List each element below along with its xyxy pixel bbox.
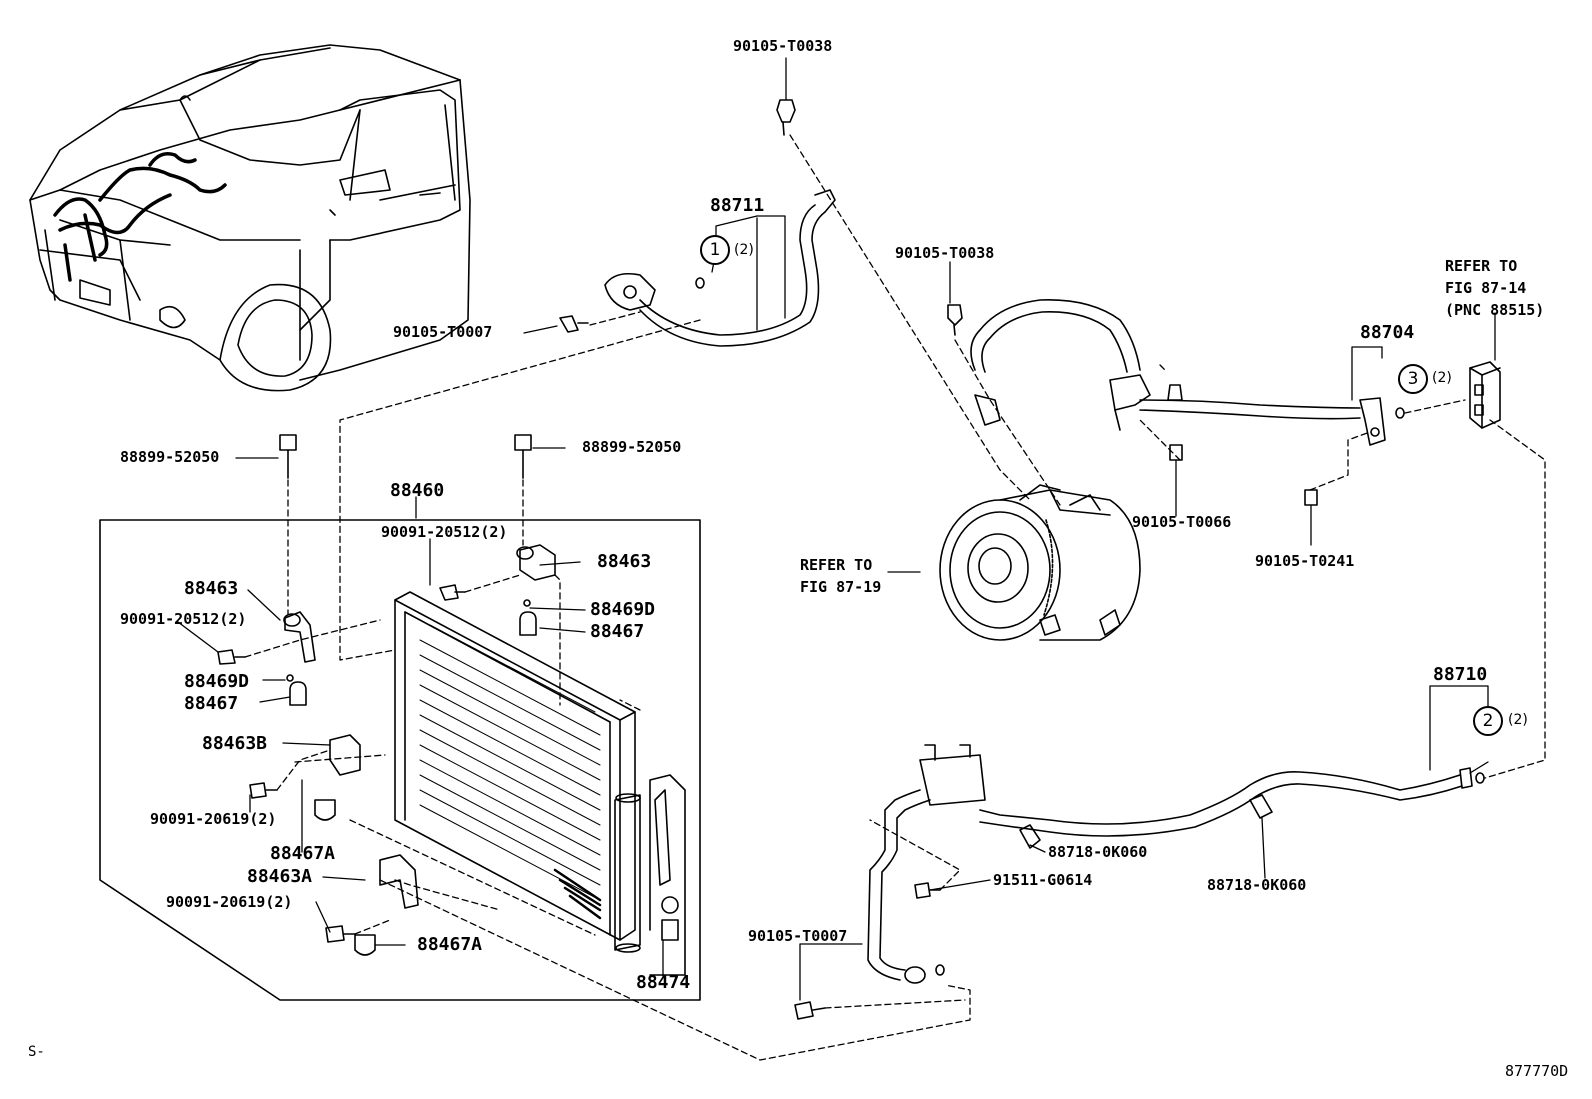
label-88460: 88460 [390, 480, 445, 501]
label-90105-t0007-lower: 90105-T0007 [748, 927, 848, 945]
label-figure-code: 877770D [1505, 1062, 1569, 1080]
label-88467a-upper: 88467A [270, 843, 336, 864]
label-90091-20512-top: 90091-20512(2) [381, 523, 508, 541]
label-88463a: 88463A [247, 866, 313, 887]
label-90105-t0007-upper: 90105-T0007 [393, 323, 493, 341]
compressor [939, 484, 1141, 641]
leader-lines [177, 57, 1496, 1001]
label-90091-20512-left: 90091-20512(2) [120, 610, 247, 628]
vehicle-illustration [29, 44, 471, 392]
label-88474: 88474 [636, 972, 691, 993]
hose-88711 [604, 189, 836, 347]
label-88711: 88711 [710, 195, 765, 216]
label-88704: 88704 [1360, 322, 1415, 343]
refer-note-valve-line1: REFER TO [1445, 257, 1518, 275]
bolts [217, 99, 1318, 1020]
label-88718-0k060-left: 88718-0K060 [1048, 843, 1148, 861]
label-88467a-lower: 88467A [417, 934, 483, 955]
callout-qty-1: (2) [734, 242, 754, 258]
refer-note-compressor-line1: REFER TO [800, 556, 873, 574]
label-88463-left: 88463 [184, 578, 239, 599]
label-88899-52050-left: 88899-52050 [120, 448, 220, 466]
refer-note-compressor-line2: FIG 87-19 [800, 577, 882, 596]
callout-circle-3: 3 [1398, 364, 1428, 394]
label-90091-20619-lower: 90091-20619(2) [166, 893, 293, 911]
refer-note-valve-line3: (PNC 88515) [1445, 300, 1545, 319]
label-88469d-right: 88469D [590, 599, 656, 620]
label-88463-right: 88463 [597, 551, 652, 572]
label-88899-52050-right: 88899-52050 [582, 438, 682, 456]
label-90105-t0038-mid: 90105-T0038 [895, 244, 995, 262]
callout-qty-2: (2) [1508, 712, 1528, 728]
condenser [99, 519, 701, 1001]
label-corner-left: S- [28, 1044, 45, 1060]
label-88469d-left: 88469D [184, 671, 250, 692]
label-88710: 88710 [1433, 664, 1488, 685]
refer-note-valve: REFER TO FIG 87-14 (PNC 88515) [1445, 256, 1544, 321]
hose-88704 [970, 299, 1405, 446]
refer-note-valve-line2: FIG 87-14 [1445, 278, 1527, 297]
connection-lines [244, 134, 1546, 1061]
callout-circle-2: 2 [1473, 706, 1503, 736]
expansion-valve [1469, 361, 1501, 429]
refer-note-compressor: REFER TO FIG 87-19 [800, 555, 881, 599]
label-90105-t0038-top: 90105-T0038 [733, 37, 833, 55]
label-88467-left: 88467 [184, 693, 239, 714]
label-90105-t0241: 90105-T0241 [1255, 552, 1355, 570]
label-88467-right: 88467 [590, 621, 645, 642]
label-91511-g0614: 91511-G0614 [993, 871, 1093, 889]
callout-circle-1: 1 [700, 235, 730, 265]
label-90091-20619-upper: 90091-20619(2) [150, 810, 277, 828]
label-88718-0k060-right: 88718-0K060 [1207, 876, 1307, 894]
callout-qty-3: (2) [1432, 370, 1452, 386]
label-90105-t0066: 90105-T0066 [1132, 513, 1232, 531]
label-88463b: 88463B [202, 733, 268, 754]
hose-88710 [867, 744, 1485, 984]
